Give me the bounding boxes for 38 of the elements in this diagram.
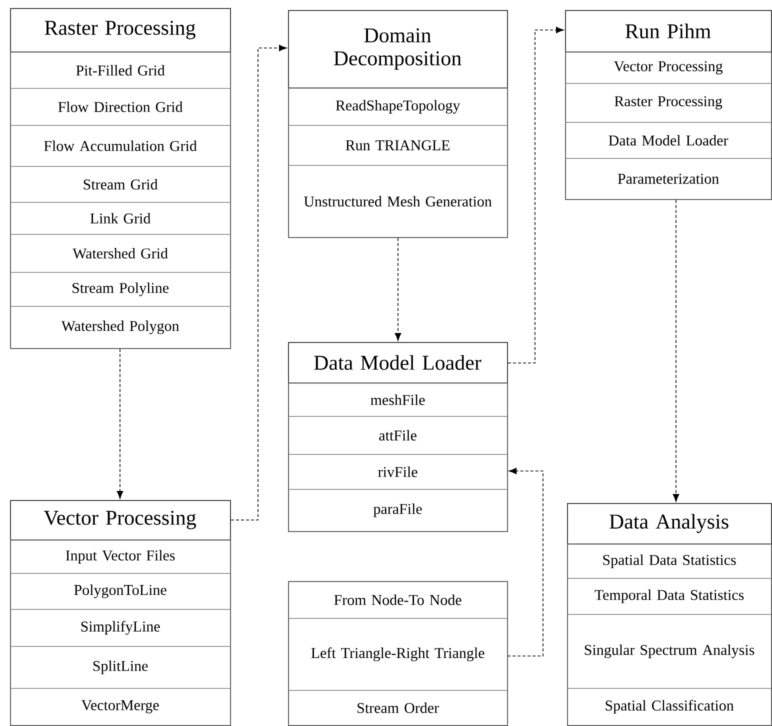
list-row: Flow Direction Grid (10, 88, 231, 126)
list-row: rivFile (288, 454, 508, 490)
arrow (507, 468, 544, 656)
list-row: Spatial Data Statistics (567, 544, 772, 579)
list-row: Raster Processing (565, 83, 772, 123)
list-row: Singular Spectrum Analysis (567, 614, 772, 689)
list-row: Flow Accumulation Grid (10, 125, 231, 167)
list-row: Left Triangle-Right Triangle (288, 618, 508, 691)
list-row: Watershed Polygon (10, 306, 231, 349)
list-row: Spatial Classification (567, 688, 772, 726)
list-row: Temporal Data Statistics (567, 578, 772, 615)
list-row: Data Model Loader (565, 122, 772, 159)
table-box (288, 581, 508, 726)
list-row: Stream Order (288, 690, 508, 726)
list-row: Input Vector Files (10, 540, 231, 574)
list-row: Watershed Grid (10, 234, 231, 273)
list-row: From Node-To Node (288, 581, 508, 619)
list-row: Stream Grid (10, 166, 231, 203)
list-row: PolygonToLine (10, 573, 231, 610)
list-row: ReadShapeTopology (288, 88, 508, 126)
arrow (508, 26, 564, 364)
arrow (394, 238, 402, 341)
arrow (672, 200, 680, 502)
list-row: VectorMerge (10, 688, 231, 726)
arrow (116, 348, 124, 499)
list-row: SimplifyLine (10, 609, 231, 647)
list-row: Unstructured Mesh Generation (288, 165, 508, 238)
list-row: Stream Polyline (10, 272, 231, 307)
list-row: Link Grid (10, 202, 231, 235)
list-row: SplitLine (10, 646, 231, 689)
list-row: paraFile (288, 489, 508, 532)
arrow (230, 44, 287, 520)
list-row: Pit-Filled Grid (10, 52, 231, 89)
list-row: Run TRIANGLE (288, 125, 508, 166)
list-row: Vector Processing (565, 52, 772, 84)
list-row: attFile (288, 416, 508, 455)
list-row: Parameterization (565, 158, 772, 200)
list-row: meshFile (288, 383, 508, 417)
